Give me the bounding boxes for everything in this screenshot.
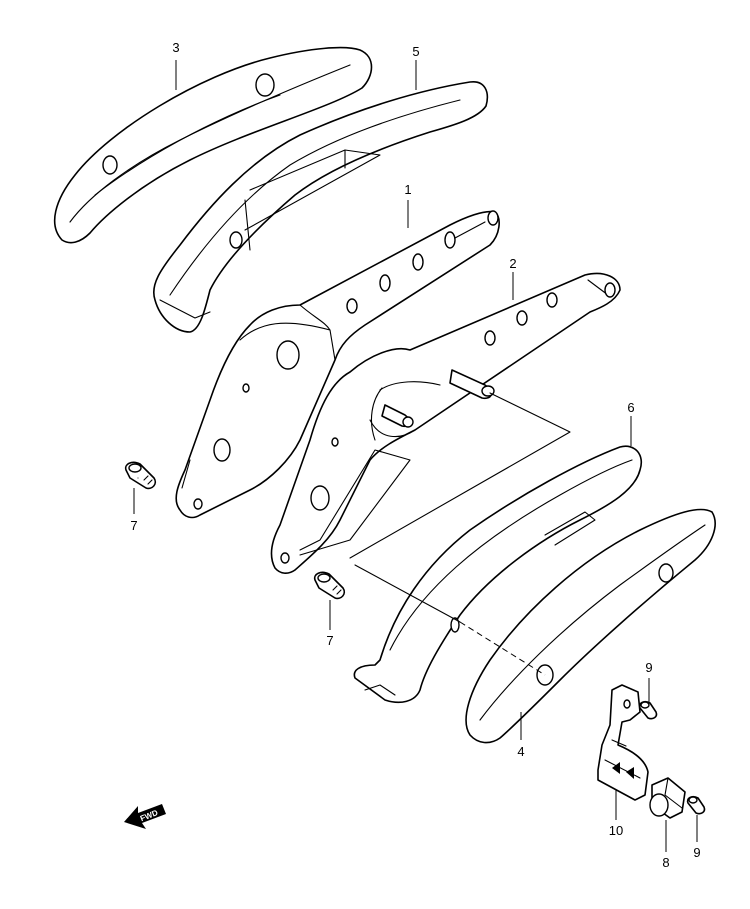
part-7-screw[interactable] — [124, 461, 157, 490]
part-5-handle[interactable] — [153, 81, 489, 333]
callout-3: 3 — [172, 40, 179, 55]
part-1-hole — [193, 498, 203, 510]
part-2-hole — [604, 282, 616, 298]
part-5-hole — [229, 231, 243, 249]
part-2-hole — [516, 310, 528, 326]
part-3-hole — [255, 73, 275, 97]
part-9-screw[interactable] — [638, 701, 658, 720]
part-1-hole — [276, 340, 300, 370]
part-8-clamp[interactable] — [649, 777, 686, 819]
part-1-hole — [487, 210, 499, 226]
part-10-bracket-plate[interactable] — [597, 684, 649, 801]
part-2-hole — [310, 485, 330, 511]
part-2-hole — [484, 330, 496, 346]
part-6-handle[interactable] — [353, 445, 642, 704]
fwd-label: FWD — [139, 808, 159, 823]
callout-6: 6 — [627, 400, 634, 415]
callout-8: 8 — [662, 855, 669, 870]
part-6-hole — [450, 617, 460, 633]
part-1-hole — [444, 231, 456, 249]
arrow-left-icon: FWD — [124, 804, 166, 829]
part-2-pin-end — [402, 416, 414, 428]
callout-4: 4 — [517, 744, 524, 759]
part-2-bracket[interactable] — [270, 272, 621, 574]
part-1-hole — [346, 298, 358, 314]
part-9-screw[interactable] — [686, 796, 706, 815]
part-3-handle-cover[interactable] — [53, 46, 373, 244]
callout-7: 7 — [130, 518, 137, 533]
callout-5: 5 — [412, 44, 419, 59]
part-2-hole — [331, 437, 339, 447]
callout-2: 2 — [509, 256, 516, 271]
callout-7: 7 — [326, 633, 333, 648]
callout-1: 1 — [404, 182, 411, 197]
part-2-hole — [280, 552, 290, 564]
callout-9: 9 — [645, 660, 652, 675]
part-1-bracket[interactable] — [175, 210, 500, 519]
part-2-hole — [546, 292, 558, 308]
part-1-hole — [379, 274, 391, 292]
callout-9: 9 — [693, 845, 700, 860]
part-3-hole — [102, 155, 118, 175]
part-1-hole — [213, 438, 231, 462]
part-1-hole — [412, 253, 424, 271]
part-1-hole — [242, 383, 250, 393]
part-4-hole — [658, 563, 674, 583]
callout-10: 10 — [609, 823, 623, 838]
part-4-cover[interactable] — [465, 508, 716, 744]
part-7-screw[interactable] — [313, 571, 346, 600]
